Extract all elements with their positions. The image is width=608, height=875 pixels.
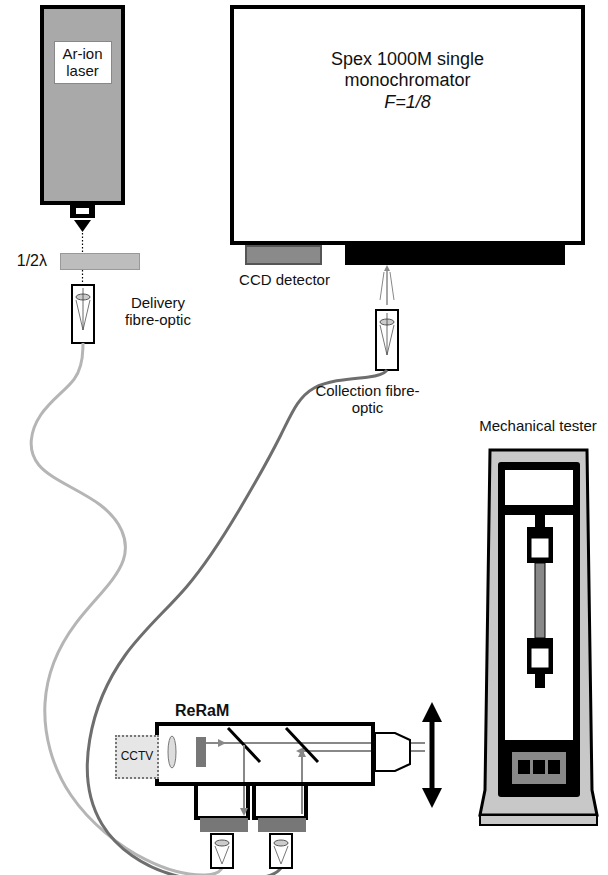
monochromator-entrance bbox=[345, 245, 565, 370]
node-label: ReRaM bbox=[175, 702, 229, 720]
reram-optics bbox=[157, 712, 432, 868]
laser-output bbox=[70, 205, 95, 285]
fibre-label: Collection fibre-optic bbox=[310, 382, 425, 417]
node-label: Ar-ion laser bbox=[59, 45, 107, 80]
delivery-coupler bbox=[72, 285, 94, 343]
laser-label-plate: Ar-ion laser bbox=[54, 41, 112, 84]
monochromator-box: Spex 1000M single monochromatorF=1/8 bbox=[230, 5, 585, 245]
node-label: CCD detector bbox=[237, 271, 332, 288]
cctv-camera: CCTV bbox=[115, 735, 159, 779]
delivery-fibre bbox=[31, 343, 222, 875]
node-sublabel: F=1/8 bbox=[313, 92, 503, 113]
mechanical-tester bbox=[480, 450, 597, 825]
reram-head: ReRaM bbox=[155, 722, 375, 786]
instrument-label: Mechanical tester bbox=[470, 417, 606, 434]
node-label: Spex 1000M single monochromator bbox=[313, 49, 503, 90]
fibre-label: Delivery fibre-optic bbox=[118, 294, 198, 329]
half-wave-plate: 1/2λ bbox=[60, 253, 140, 270]
laser-box: Ar-ion laser bbox=[40, 5, 125, 205]
ccd-detector: CCD detector bbox=[245, 245, 322, 265]
node-label: 1/2λ bbox=[17, 252, 47, 270]
node-label: CCTV bbox=[121, 750, 154, 764]
collection-fibre bbox=[87, 370, 387, 875]
